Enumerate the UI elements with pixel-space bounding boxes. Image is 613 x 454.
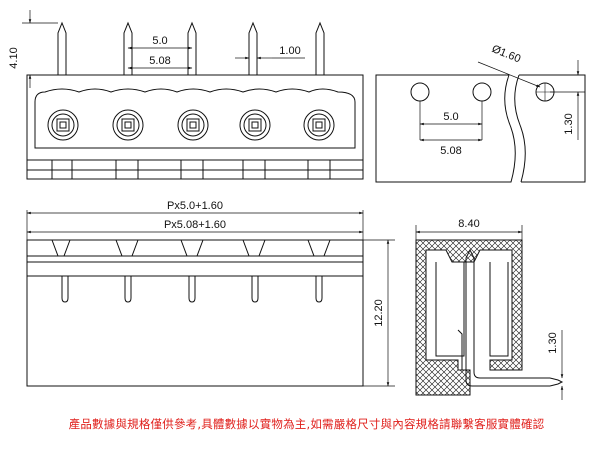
section-view — [415, 225, 564, 400]
dim-text-pin-height: 4.10 — [8, 47, 20, 68]
dim-text-inner-pitch: 5.0 — [152, 35, 167, 47]
dim-text-side-pitch-inner: 5.0 — [443, 111, 458, 123]
dim-text-outer-pitch: 5.08 — [149, 55, 170, 67]
dim-text-hole-diameter: Ø1.60 — [490, 43, 522, 65]
front-feet — [51, 160, 331, 179]
hatch-pattern-icon — [415, 239, 523, 396]
dim-text-side-pitch-outer: 5.08 — [440, 145, 461, 157]
dim-text-hole-offset: 1.30 — [563, 113, 575, 134]
dim-pitch — [127, 46, 193, 70]
screw-slot-icon — [47, 109, 335, 141]
dim-text-body-height: 12.20 — [373, 299, 385, 327]
side-view — [375, 60, 586, 183]
front-view — [22, 10, 364, 180]
dim-text-pin-drop: 1.30 — [547, 332, 559, 353]
bottom-front-view — [26, 210, 395, 387]
dim-text-depth: 8.40 — [458, 218, 479, 230]
dim-text-total-width-a: Px5.0+1.60 — [167, 200, 223, 212]
dim-text-pin-width: 1.00 — [279, 45, 300, 57]
front-body — [26, 74, 364, 180]
dim-text-total-width-b: Px5.08+1.60 — [164, 219, 226, 231]
disclaimer-note: 產品數據與規格僅供參考,具體數據以實物為主,如需嚴格尺寸與內容規格請聯繫客服實體… — [68, 417, 545, 431]
dim-pin-height — [22, 10, 58, 88]
bottom-pins — [61, 276, 323, 303]
